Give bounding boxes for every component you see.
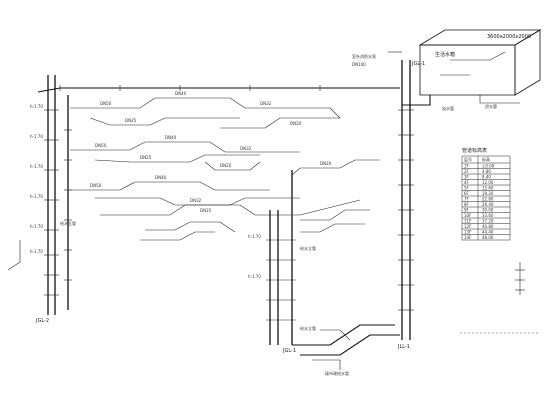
table-cell-elev: 30.00 <box>482 208 494 213</box>
table-cell-elev: 37.20 <box>482 219 494 224</box>
riser-symbol-right <box>515 262 525 295</box>
table-cell-elev: ±0.00 <box>482 164 495 169</box>
note-bottom: 接市政给水管 <box>325 370 349 376</box>
table-cell-floor: 4F <box>464 180 470 185</box>
tank-title: 生活水箱 <box>435 51 455 58</box>
table-cell-elev: 15.60 <box>482 186 494 191</box>
pipe-label: DN32 <box>260 101 272 106</box>
note-top-left: 室外消防水泵 <box>352 53 376 59</box>
table-cell-elev: 40.80 <box>482 224 494 229</box>
pipe-label: DN20 <box>320 161 332 166</box>
elevation-table: 管道标高表 1F ±0.00 2F 4.80 3F 8.40 4F 12.00 5F 15.60 6… <box>461 147 511 241</box>
pipe-label: DN25 <box>140 155 152 160</box>
table-cell-elev: 33.60 <box>482 213 494 218</box>
pipe-label: DN25 <box>125 118 137 123</box>
table-cell-floor: 3F <box>464 175 470 180</box>
level-labels: h-1.70 h-1.70 h-1.70 h-1.70 h-1.70 h-1.7… <box>30 104 261 279</box>
level-label: h-1.70 <box>30 224 43 229</box>
table-cell-floor: 7F <box>464 197 470 202</box>
table-cell-floor: 8F <box>464 202 470 207</box>
level-label: h-1.70 <box>30 164 43 169</box>
table-cell-elev: 4.80 <box>482 169 491 174</box>
table-cell-elev: 12.00 <box>482 180 494 185</box>
pipe-size-labels: DN50 DN40 DN32 DN25 DN20 DN50 DN40 DN32 … <box>90 91 332 213</box>
table-cell-elev: 44.40 <box>482 230 494 235</box>
table-cell-elev: 22.80 <box>482 197 494 202</box>
table-cell-floor: 13F <box>464 230 472 235</box>
pipe-label: DN50 <box>90 183 102 188</box>
table-header-floor: 层号 <box>464 156 472 162</box>
pipe-label: DN40 <box>155 175 167 180</box>
table-cell-floor: 9F <box>464 208 470 213</box>
table-cell-floor: 6F <box>464 191 470 196</box>
level-label: h-1.70 <box>30 104 43 109</box>
pipe-label: DN32 <box>190 198 202 203</box>
top-header-pipe <box>37 85 400 93</box>
level-label: h-1.70 <box>248 234 261 239</box>
tank-drain-label: 泄水管 <box>485 103 497 109</box>
table-cell-floor: 11F <box>464 219 472 224</box>
note-top-left2: DN100 <box>352 62 366 67</box>
pipe-label: DN25 <box>200 208 212 213</box>
table-title: 管道标高表 <box>462 147 487 154</box>
riser-right <box>398 60 414 340</box>
pipe-label: DN32 <box>240 146 252 151</box>
level-label: h-1.70 <box>248 274 261 279</box>
level-label: h-1.70 <box>30 134 43 139</box>
left-edge-symbol <box>7 240 21 271</box>
table-cell-floor: 1F <box>464 164 470 169</box>
pipe-label: DN50 <box>95 143 107 148</box>
note-center-mid: 给水立管 <box>300 245 316 251</box>
table-cell-floor: 12F <box>464 224 472 229</box>
riser-label-center: JGL-1 <box>282 348 296 354</box>
table-cell-elev: 8.40 <box>482 175 491 180</box>
pipe-label: DN50 <box>100 101 112 106</box>
tank-size-label: 3600x2000x2000 <box>487 34 531 40</box>
table-cell-floor: 14F <box>464 235 472 240</box>
water-tank <box>388 29 542 106</box>
riser-label-right: JLL-1 <box>397 344 410 350</box>
pipe-label: DN20 <box>220 163 232 168</box>
note-center-bottom: 给水立管 <box>300 325 316 331</box>
level-label: h-1.70 <box>30 194 43 199</box>
table-cell-elev: 26.40 <box>482 202 494 207</box>
table-header-elev: 标高 <box>482 156 490 162</box>
riser-label-left: JGL-2 <box>35 318 49 324</box>
table-cell-elev: 19.20 <box>482 191 494 196</box>
riser-left-2 <box>64 95 72 310</box>
riser-left <box>44 75 59 315</box>
pipe-label: DN40 <box>165 135 177 140</box>
table-cell-elev: 48.00 <box>482 235 494 240</box>
tank-overflow-label: 溢水管 <box>442 105 454 111</box>
pipe-label: DN40 <box>175 91 187 96</box>
table-cell-floor: 2F <box>464 169 470 174</box>
level-label: h-1.70 <box>30 249 43 254</box>
table-cell-floor: 5F <box>464 186 470 191</box>
branch-lines <box>70 97 400 370</box>
table-cell-floor: 10F <box>464 213 472 218</box>
riser-center <box>266 170 296 345</box>
riser-label-top: JGL-1 <box>411 61 425 67</box>
note-left-mid: 给水立管 <box>60 220 76 226</box>
pipe-label: DN20 <box>290 121 302 126</box>
